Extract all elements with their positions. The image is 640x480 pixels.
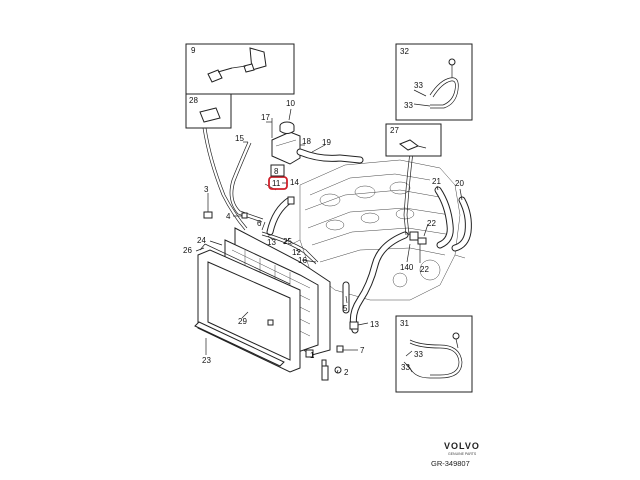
callout-27: 27 [390, 126, 399, 135]
expansion-tank [271, 121, 301, 165]
inset-box-28 [185, 93, 232, 129]
callout-28: 28 [189, 96, 198, 105]
callout-14: 14 [290, 178, 299, 187]
callout-21: 21 [432, 177, 441, 186]
highlight-ring [268, 176, 288, 190]
callout-16: 16 [298, 256, 307, 265]
radiator-assembly [194, 227, 331, 373]
callout-31: 31 [400, 319, 409, 328]
callout-12: 12 [292, 248, 301, 257]
callout-9: 9 [191, 46, 196, 55]
callout-33-b: 33 [404, 101, 413, 110]
callout-3: 3 [204, 185, 209, 194]
inset-box-32 [395, 43, 473, 121]
callout-22-upper: 22 [427, 219, 436, 228]
callout-20: 20 [455, 179, 464, 188]
callout-18: 18 [302, 137, 311, 146]
volvo-logo: VOLVO GENUINE PARTS [444, 441, 480, 456]
callout-13-upper: 13 [267, 238, 276, 247]
callout-26: 26 [183, 246, 192, 255]
callout-7: 7 [360, 346, 365, 355]
callout-13-lower: 13 [370, 320, 379, 329]
callout-19: 19 [322, 138, 331, 147]
callout-4: 4 [226, 212, 231, 221]
inset-box-27 [385, 123, 442, 157]
callout-29: 29 [238, 317, 247, 326]
callout-5: 5 [343, 304, 348, 313]
callout-8: 8 [274, 167, 279, 176]
callout-10: 10 [286, 99, 295, 108]
callout-25: 25 [283, 237, 292, 246]
brand-name: VOLVO [444, 441, 480, 451]
inset-box-9 [185, 43, 295, 95]
callout-2: 2 [344, 368, 349, 377]
callout-11: 11 [272, 179, 281, 188]
callout-1: 1 [310, 351, 315, 360]
drawing-code: GR-349807 [431, 459, 470, 468]
callout-23: 23 [202, 356, 211, 365]
callout-32: 32 [400, 47, 409, 56]
callout-33-a: 33 [414, 81, 423, 90]
callout-33-c: 33 [414, 350, 423, 359]
callout-33-d: 33 [401, 363, 410, 372]
callout-140: 140 [400, 263, 414, 272]
callout-15: 15 [235, 134, 244, 143]
coolant-hoses [202, 118, 472, 334]
callout-17: 17 [261, 113, 270, 122]
callout-24: 24 [197, 236, 206, 245]
callout-labels: 9 28 10 17 15 18 19 8 11 14 3 4 6 13 25 … [183, 46, 464, 377]
callout-22-lower: 22 [420, 265, 429, 274]
brand-sub: GENUINE PARTS [448, 452, 477, 456]
hardware-parts [203, 211, 427, 381]
callout-8-box [270, 164, 285, 177]
callout-6: 6 [257, 219, 262, 228]
